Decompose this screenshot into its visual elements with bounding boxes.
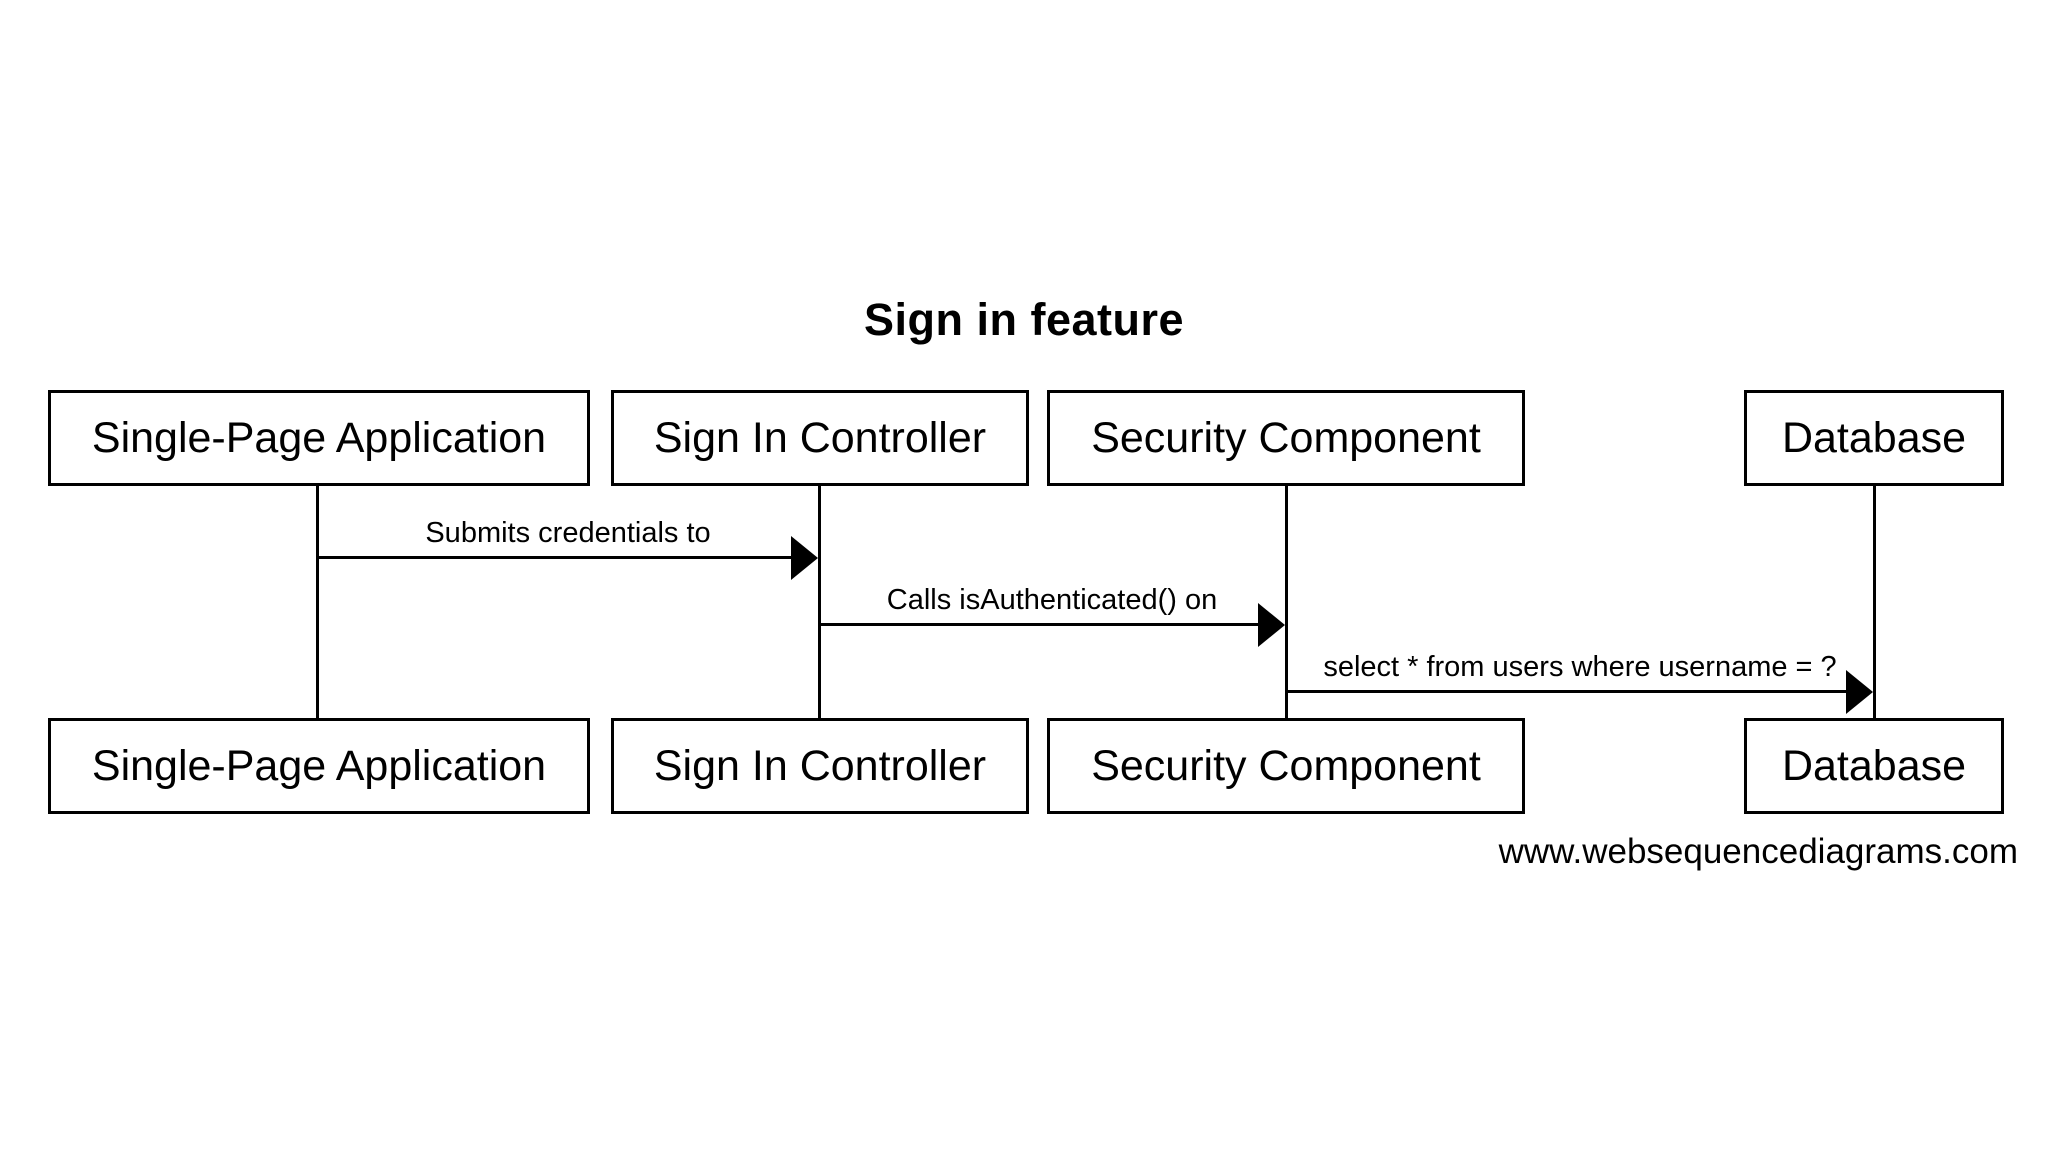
arrowhead-right-icon bbox=[791, 536, 818, 580]
message-label: select * from users where username = ? bbox=[1323, 651, 1837, 683]
message-label: Submits credentials to bbox=[425, 517, 711, 549]
participant-label: Database bbox=[1781, 741, 1967, 790]
arrowhead-right-icon bbox=[1258, 603, 1285, 647]
lifeline-database bbox=[1873, 486, 1876, 718]
participant-box-single-page-application-top: Single-Page Application bbox=[48, 390, 590, 486]
participant-box-sign-in-controller-top: Sign In Controller bbox=[611, 390, 1029, 486]
lifeline-sign-in-controller bbox=[818, 486, 821, 718]
lifeline-security-component bbox=[1285, 486, 1288, 718]
arrowhead-right-icon bbox=[1846, 670, 1873, 714]
participant-box-database-top: Database bbox=[1744, 390, 2004, 486]
participant-box-sign-in-controller-bottom: Sign In Controller bbox=[611, 718, 1029, 814]
diagram-title: Sign in feature bbox=[863, 294, 1185, 345]
message-line bbox=[316, 556, 794, 559]
participant-label: Single-Page Application bbox=[91, 413, 547, 462]
participant-box-single-page-application-bottom: Single-Page Application bbox=[48, 718, 590, 814]
participant-label: Sign In Controller bbox=[653, 413, 987, 462]
lifeline-single-page-application bbox=[316, 486, 319, 718]
participant-label: Security Component bbox=[1091, 413, 1481, 462]
message-label: Calls isAuthenticated() on bbox=[886, 584, 1218, 616]
participant-label: Security Component bbox=[1091, 741, 1481, 790]
participant-label: Database bbox=[1781, 413, 1967, 462]
websequencediagrams-watermark: www.websequencediagrams.com bbox=[1498, 832, 2018, 871]
participant-box-security-component-top: Security Component bbox=[1047, 390, 1525, 486]
participant-label: Single-Page Application bbox=[91, 741, 547, 790]
participant-box-security-component-bottom: Security Component bbox=[1047, 718, 1525, 814]
message-line bbox=[818, 623, 1258, 626]
participant-label: Sign In Controller bbox=[653, 741, 987, 790]
participant-box-database-bottom: Database bbox=[1744, 718, 2004, 814]
message-line bbox=[1285, 690, 1846, 693]
